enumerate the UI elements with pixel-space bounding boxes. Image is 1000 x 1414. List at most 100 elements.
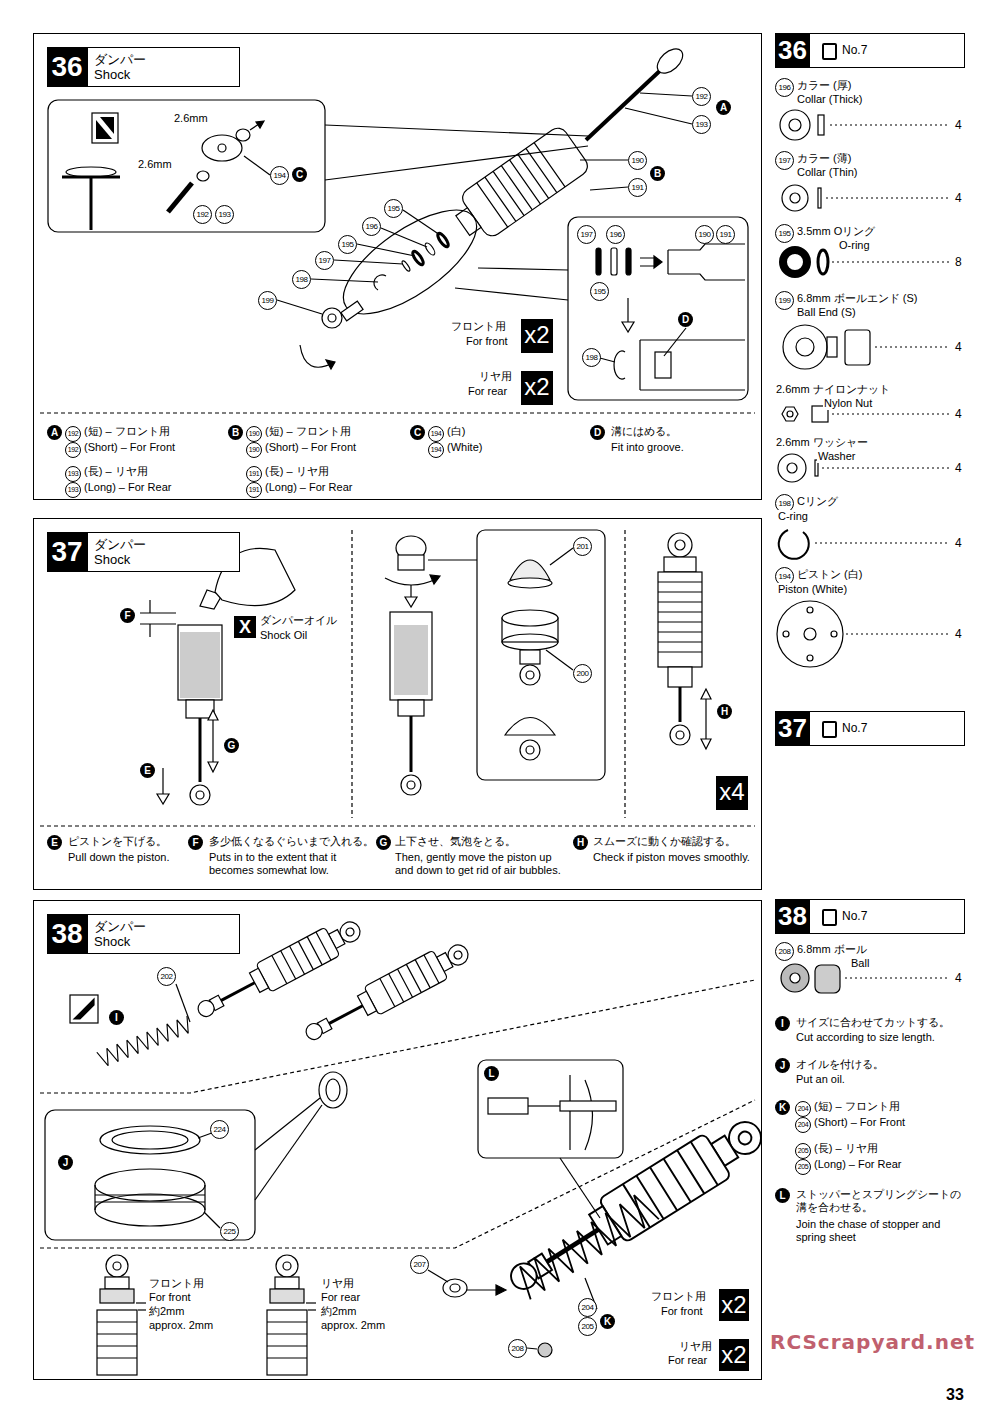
callout-number: 199	[258, 291, 277, 310]
note-text: 上下させ、気泡をとる。	[394, 835, 517, 848]
step-letter: F	[120, 608, 135, 623]
step-number: 38	[47, 914, 87, 954]
note-text: (White)	[446, 441, 483, 454]
note-text: Ball	[850, 957, 870, 970]
note-text: リヤ用	[478, 370, 513, 383]
step-title: ダンパー Shock	[87, 532, 240, 572]
callout-number: 197	[775, 151, 794, 170]
note-text: (Short) – For Front	[264, 441, 357, 454]
part-count: 4	[955, 340, 962, 354]
callout-number: 199	[775, 291, 794, 310]
bag-icon	[822, 43, 837, 60]
note-text: (Short) – For Front	[83, 441, 176, 454]
note-text: (短) – フロント用	[813, 1100, 901, 1113]
note-text: Puts in to the extent that it becomes so…	[208, 851, 370, 877]
note-text: ピストン (白)	[796, 568, 863, 581]
note-text: (白)	[446, 425, 466, 438]
step-letter: G	[376, 835, 391, 850]
callout-number: 192	[65, 426, 81, 442]
parts-bag-label: No.7	[842, 712, 867, 745]
callout-number: 208	[508, 1339, 527, 1358]
note-text: スムーズに動くか確認する。	[592, 835, 737, 848]
note-text: Check if piston moves smoothly.	[592, 851, 751, 864]
callout-number: 193	[692, 115, 711, 134]
step-letter: D	[590, 425, 605, 440]
callout-number: 192	[692, 87, 711, 106]
step-letter: G	[224, 738, 239, 753]
step-number: 36	[47, 47, 87, 87]
note-text: 6.8mm ボールエンド (S)	[796, 292, 918, 305]
note-text: ピストンを下げる。	[67, 835, 168, 848]
note-text: approx. 2mm	[320, 1319, 386, 1332]
callout-number: 194	[270, 166, 289, 185]
callout-number: 201	[573, 537, 592, 556]
callout-number: 195	[590, 282, 609, 301]
quantity-box: x2	[521, 371, 553, 405]
part-count: 4	[955, 407, 962, 421]
step-letter: A	[47, 425, 62, 440]
step-letter: H	[717, 704, 732, 719]
callout-number: 195	[775, 224, 794, 243]
note-text: For front	[465, 335, 509, 348]
step-letter: E	[140, 763, 155, 778]
callout-number: 195	[338, 235, 357, 254]
note-text: Join the chase of stopper and spring she…	[795, 1218, 972, 1244]
note-text: For rear	[467, 385, 508, 398]
callout-number: 224	[210, 1120, 229, 1139]
callout-number: 208	[775, 942, 794, 961]
note-text: 溝にはめる。	[610, 425, 678, 438]
callout-number: 193	[65, 466, 81, 482]
callout-number: 207	[410, 1255, 429, 1274]
part-count: 4	[955, 536, 962, 550]
callout-number: 193	[65, 482, 81, 498]
step-title: ダンパー Shock	[87, 47, 240, 87]
note-text: Piston (White)	[777, 583, 848, 596]
note-text: Then, gently move the piston up and down…	[394, 851, 568, 877]
callout-number: 204	[578, 1298, 597, 1317]
callout-number: 194	[428, 426, 444, 442]
note-text: ストッパーとスプリングシートの溝を合わせる。	[795, 1188, 972, 1214]
parts-bag-label: No.7	[842, 900, 867, 933]
note-text: 2.6mm ワッシャー	[775, 436, 869, 449]
note-text: オイルを付ける。	[795, 1058, 885, 1071]
quantity-box: x2	[719, 1339, 749, 1371]
note-text: (長) – リヤ用	[813, 1142, 879, 1155]
note-text: Collar (Thick)	[796, 93, 863, 106]
note-text: (長) – リヤ用	[83, 465, 149, 478]
quantity-text: x2	[719, 1339, 749, 1371]
quantity-text: x2	[719, 1289, 749, 1321]
note-text: For front	[660, 1305, 704, 1318]
page-number: 33	[946, 1386, 964, 1404]
callout-number: 204	[795, 1101, 811, 1117]
part-count: 4	[955, 461, 962, 475]
note-text: 約2mm	[148, 1305, 185, 1318]
note-text: ダンパーオイル	[259, 614, 338, 627]
note-text: Collar (Thin)	[796, 166, 859, 179]
note-text: 2.6mm	[173, 112, 209, 125]
callout-number: 191	[628, 178, 647, 197]
note-text: 約2mm	[320, 1305, 357, 1318]
note-text: Fit into groove.	[610, 441, 685, 454]
step-letter: B	[650, 166, 665, 181]
callout-number: 196	[775, 78, 794, 97]
note-text: Cut according to size length.	[795, 1031, 936, 1044]
note-text: 多少低くなるぐらいまで入れる。	[208, 835, 375, 848]
callout-number: 196	[362, 217, 381, 236]
callout-number: 204	[795, 1117, 811, 1133]
note-text: フロント用	[450, 320, 507, 333]
note-text: カラー (厚)	[796, 79, 852, 92]
callout-number: 191	[246, 482, 262, 498]
parts-header: 38No.7	[775, 899, 965, 934]
callout-number: 190	[246, 426, 262, 442]
note-text: Cリング	[796, 495, 839, 508]
note-text: (Short) – For Front	[813, 1116, 906, 1129]
note-text: Ball End (S)	[796, 306, 857, 319]
callout-number: 198	[582, 348, 601, 367]
note-text: C-ring	[777, 510, 809, 523]
step-letter: K	[775, 1100, 790, 1115]
callout-number: 200	[573, 664, 592, 683]
note-text: カラー (薄)	[796, 152, 852, 165]
note-text: リヤ用	[320, 1277, 355, 1290]
note-text: フロント用	[148, 1277, 205, 1290]
